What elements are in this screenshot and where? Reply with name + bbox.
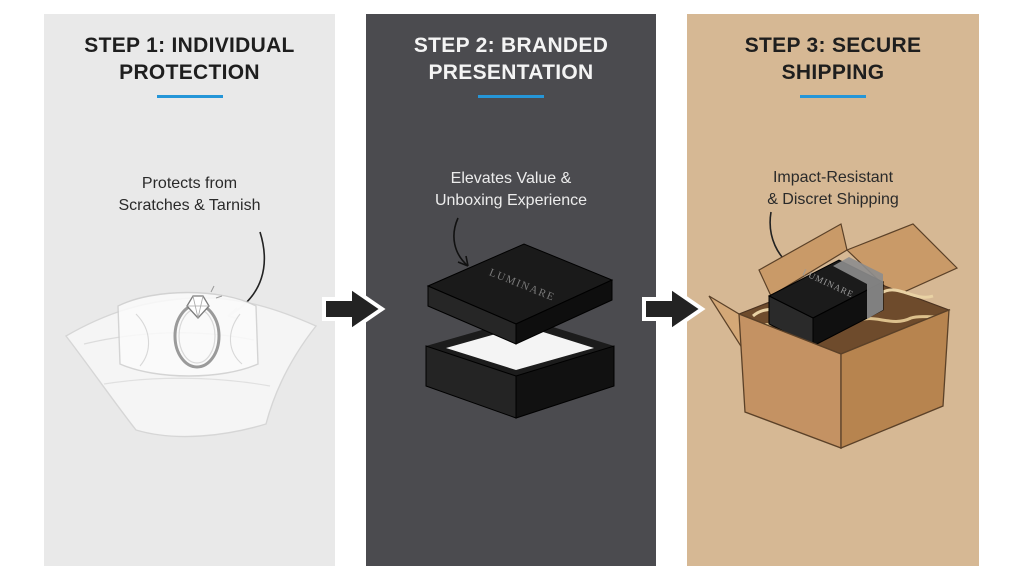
- shipping-carton-icon: LUMINARE: [708, 211, 959, 449]
- step-1-caption: Protects from Scratches & Tarnish: [44, 173, 335, 217]
- step-1-panel: STEP 1: INDIVIDUAL PROTECTION Protects f…: [44, 14, 335, 566]
- right-arrow-icon: [642, 283, 706, 335]
- step-1-title: STEP 1: INDIVIDUAL PROTECTION: [44, 32, 335, 86]
- step-2-caption: Elevates Value & Unboxing Experience: [366, 168, 656, 212]
- step-2-title: STEP 2: BRANDED PRESENTATION: [366, 32, 656, 86]
- step-2-title-line-2: PRESENTATION: [428, 61, 594, 84]
- step-1-title-line-1: STEP 1: INDIVIDUAL: [84, 34, 295, 57]
- step-2-title-line-1: STEP 2: BRANDED: [413, 34, 609, 57]
- step-3-title-line-2: SHIPPING: [781, 61, 885, 84]
- step-1-caption-line-2: Scratches & Tarnish: [118, 197, 261, 214]
- step-1-title-line-2: PROTECTION: [119, 61, 260, 84]
- step-3-caption-line-1: Impact-Resistant: [772, 169, 894, 186]
- step-3-title: STEP 3: SECURE SHIPPING: [687, 32, 979, 86]
- step-3-panel: STEP 3: SECURE SHIPPING Impact-Resistant…: [687, 14, 979, 566]
- step-3-caption-line-2: & Discret Shipping: [767, 191, 899, 208]
- step-3-title-line-1: STEP 3: SECURE: [744, 34, 922, 57]
- step-2-underline: [478, 95, 544, 98]
- step-2-panel: STEP 2: BRANDED PRESENTATION Elevates Va…: [366, 14, 656, 566]
- caption-pointer-arrow: [453, 217, 469, 267]
- step-2-caption-line-1: Elevates Value &: [450, 170, 572, 187]
- ring-in-pouch-icon: [64, 231, 318, 438]
- step-3-underline: [800, 95, 866, 98]
- right-arrow-icon: [322, 283, 386, 335]
- step-3-caption: Impact-Resistant & Discret Shipping: [687, 167, 979, 211]
- gift-box-icon: LUMINARE: [425, 217, 615, 419]
- step-2-caption-line-2: Unboxing Experience: [434, 192, 588, 209]
- step-1-caption-line-1: Protects from: [141, 175, 238, 192]
- step-1-underline: [156, 95, 223, 98]
